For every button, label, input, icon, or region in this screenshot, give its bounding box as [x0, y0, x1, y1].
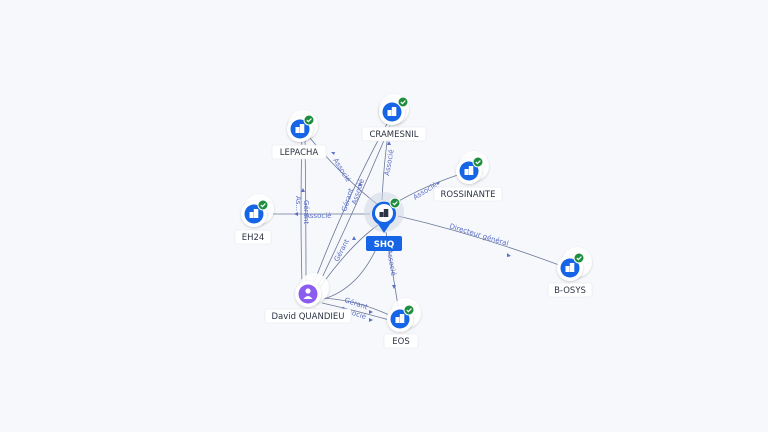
check-badge-icon: [573, 252, 585, 264]
node-eh24[interactable]: EH24: [234, 194, 274, 245]
edge-label: Associé: [385, 249, 397, 276]
edge-label: Directeur général: [448, 222, 509, 248]
check-badge-icon: [397, 96, 409, 108]
building-icon: [387, 107, 397, 116]
edge-shq-bosys[interactable]: [397, 215, 568, 269]
edge-label: As...: [294, 196, 302, 211]
person-icon: [303, 288, 313, 299]
edge-david-shq-1[interactable]: [317, 224, 379, 291]
building-icon: [395, 314, 405, 323]
building-icon: [464, 166, 474, 175]
edge-label: Associé: [305, 212, 331, 220]
building-icon: [379, 209, 389, 217]
node-label: ROSSINANTE: [441, 190, 496, 200]
check-badge-icon: [403, 304, 415, 316]
edge-david-cramesnil-2[interactable]: [315, 125, 391, 291]
check-badge-icon: [303, 114, 315, 126]
check-badge-icon: [389, 197, 401, 209]
node-shq-center[interactable]: SHQ: [364, 192, 404, 251]
node-cramesnil[interactable]: CRAMESNIL: [361, 94, 427, 142]
edge-label: Associé: [331, 157, 352, 184]
node-rossinante[interactable]: ROSSINANTE: [433, 151, 503, 202]
node-eos[interactable]: EOS: [383, 298, 421, 349]
center-node-label: SHQ: [374, 240, 394, 250]
node-label: B-OSYS: [554, 286, 586, 296]
node-label: CRAMESNIL: [369, 130, 418, 140]
node-bosys[interactable]: B-OSYS: [547, 247, 593, 298]
building-icon: [565, 263, 575, 272]
check-badge-icon: [472, 156, 484, 168]
building-icon: [249, 209, 259, 218]
node-label: LEPACHA: [280, 148, 319, 158]
edge-label: Gérant: [302, 200, 310, 224]
map-pin-icon: [372, 201, 396, 233]
node-label: David QUANDIEU: [272, 312, 345, 322]
building-icon: [295, 124, 305, 133]
edge-label: Associé: [383, 149, 395, 176]
node-label: EOS: [392, 337, 409, 347]
node-label: EH24: [242, 233, 265, 243]
arrows-layer: [294, 141, 511, 322]
node-david-quandieu[interactable]: David QUANDIEU: [264, 273, 352, 324]
check-badge-icon: [257, 199, 269, 211]
node-lepacha[interactable]: LEPACHA: [271, 110, 327, 160]
